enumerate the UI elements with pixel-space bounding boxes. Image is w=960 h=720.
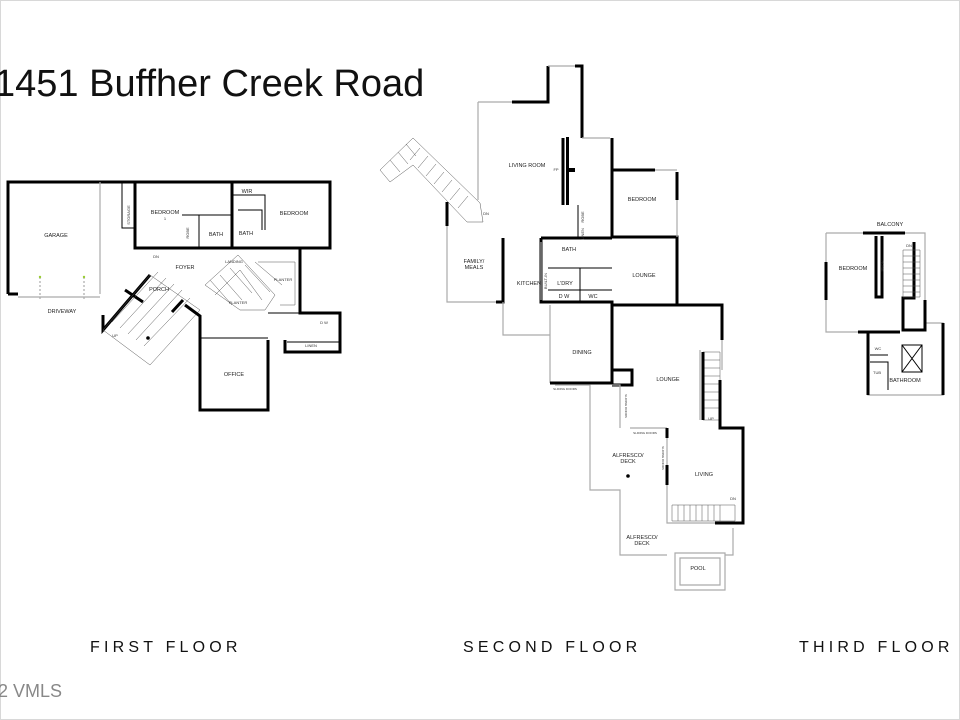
room-label-alfresco-deck-2b: DECK	[634, 541, 650, 547]
room-label-living-room: LIVING ROOM	[509, 163, 546, 169]
room-label-linen: LINEN	[305, 343, 317, 348]
room-label-porch: PORCH	[149, 287, 169, 293]
label-sliding-doors-1: SLIDING DOORS	[553, 387, 577, 391]
room-label-robe-2: ROBE	[580, 211, 585, 223]
room-label-garage: GARAGE	[44, 233, 68, 239]
room-label-alfresco-deck-1a: ALFRESCO/	[612, 453, 644, 459]
room-label-pool: POOL	[690, 566, 705, 572]
room-label-robe-3: ROBE	[880, 260, 885, 272]
stair-label-dn: DN	[153, 254, 159, 259]
room-label-bath-2: BATH	[239, 231, 253, 237]
room-label-bedroom-1: BEDROOM	[151, 210, 180, 216]
second-floor-plan: LIVING ROOM FP BEDROOM FAMILY/ MEALS KIT…	[379, 64, 745, 591]
room-label-driveway: DRIVEWAY	[48, 309, 77, 315]
label-sliding-doors-2: SLIDING DOORS	[624, 394, 628, 418]
room-label-living: LIVING	[695, 472, 713, 478]
stair-label-dn-4: DN	[906, 243, 912, 248]
room-label-planter-1: PLANTER	[274, 277, 293, 282]
stair-label-up-2: UP	[708, 416, 714, 421]
room-label-bath-1: BATH	[209, 232, 223, 238]
room-label-storage: STORAGE	[126, 205, 131, 225]
room-label-family-meals-1: FAMILY/	[464, 259, 485, 265]
room-label-linen-2: LINEN	[580, 228, 585, 240]
room-label-balcony: BALCONY	[877, 222, 904, 228]
label-built-in: BUILT-IN	[543, 273, 548, 289]
floor-label-second: SECOND FLOOR	[463, 639, 641, 656]
label-sliding-doors-4: SLIDING DOORS	[661, 446, 665, 470]
floor-label-third: THIRD FLOOR	[799, 639, 954, 656]
room-label-family-meals-2: MEALS	[465, 265, 484, 271]
room-label-office: OFFICE	[224, 372, 244, 378]
copyright-watermark: 2 VMLS	[0, 681, 62, 701]
room-label-alfresco-deck-1b: DECK	[620, 459, 636, 465]
room-label-wc: WC	[588, 294, 597, 300]
stair-label-dn-3: DN	[730, 496, 736, 501]
room-label-bedroom-3: BEDROOM	[839, 266, 868, 272]
room-label-bedroom-1-number: 1	[164, 216, 167, 221]
room-label-wc-3: WC	[875, 346, 882, 351]
stair-label-up: UP	[112, 333, 118, 338]
appliance-label-dw-2: D W	[559, 294, 571, 300]
label-sliding-doors-3: SLIDING DOORS	[633, 431, 657, 435]
room-label-laundry: L'DRY	[557, 281, 573, 287]
third-floor-plan: BALCONY BEDROOM ROBE DN WC TUB BATHROOM	[824, 222, 945, 396]
room-label-planter-2: PLANTER	[229, 300, 248, 305]
room-label-lounge-2: LOUNGE	[656, 377, 680, 383]
room-label-foyer: FOYER	[176, 265, 195, 271]
room-label-landing: LANDING	[225, 259, 243, 264]
first-floor-plan: GARAGE STORAGE BEDROOM 1 ROBE BATH WIR B…	[6, 180, 342, 412]
room-label-tub: TUB	[873, 370, 881, 375]
floor-label-first: FIRST FLOOR	[90, 639, 242, 656]
room-label-bedroom: BEDROOM	[280, 211, 309, 217]
stair-label-dn-2: DN	[483, 211, 489, 216]
room-label-lounge-1: LOUNGE	[632, 273, 656, 279]
room-label-alfresco-deck-2a: ALFRESCO/	[626, 535, 658, 541]
room-label-bathroom: BATHROOM	[889, 378, 921, 384]
property-address-title: 1451 Buffher Creek Road	[0, 63, 424, 105]
room-label-wir: WIR	[242, 189, 253, 195]
room-label-robe: ROBE	[185, 227, 190, 239]
room-label-bedroom: BEDROOM	[628, 197, 657, 203]
fireplace-label: FP	[553, 167, 558, 172]
room-label-dining: DINING	[572, 350, 591, 356]
room-label-bath: BATH	[562, 247, 576, 253]
room-label-kitchen: KITCHEN	[517, 281, 541, 287]
appliance-label-dw: D W	[320, 320, 328, 325]
